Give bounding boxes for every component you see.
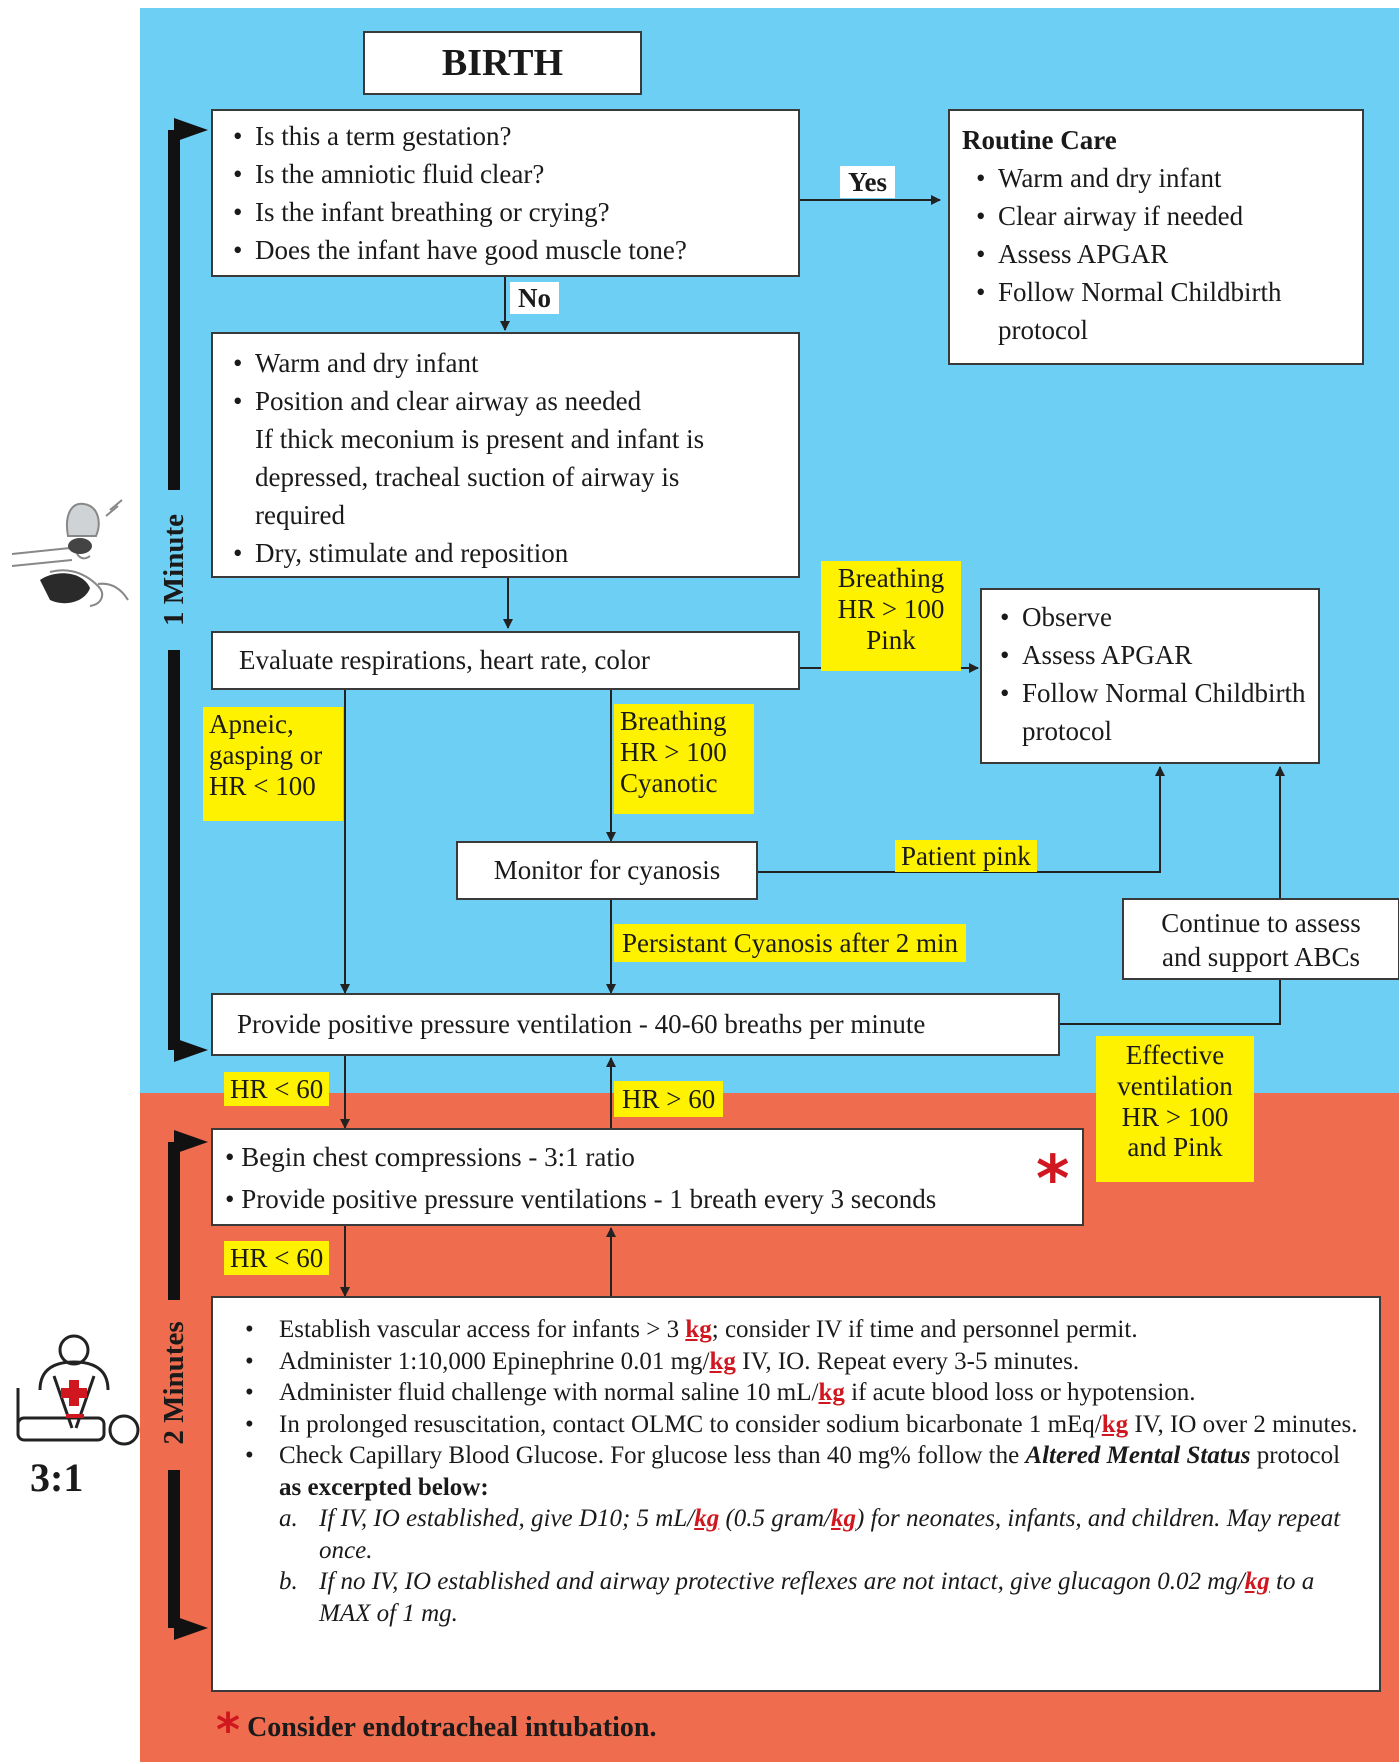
chest-compressions-box: • Begin chest compressions - 3:1 ratio •… xyxy=(211,1128,1084,1226)
condition-hr-lt-60: HR < 60 xyxy=(224,1072,330,1106)
initial-steps-box: Warm and dry infant Position and clear a… xyxy=(211,332,800,578)
ppv-box: Provide positive pressure ventilation - … xyxy=(211,993,1060,1056)
glucose-sub-b: b.If no IV, IO established and airway pr… xyxy=(279,1568,1315,1627)
kg-unit: kg xyxy=(685,1316,712,1343)
condition-persistent-cyanosis: Persistant Cyanosis after 2 min xyxy=(614,924,966,962)
kg-unit: kg xyxy=(1101,1410,1129,1438)
continue-assess-box: Continue to assess and support ABCs xyxy=(1122,898,1399,980)
no-label: No xyxy=(510,282,559,314)
condition-breathing-pink: Breathing HR > 100 Pink xyxy=(821,561,961,671)
phase-one-label: 1 Minute xyxy=(158,514,190,626)
initial-step: Position and clear airway as needed xyxy=(227,382,784,420)
kg-unit: kg xyxy=(694,1505,720,1532)
bag-valve-mask-icon xyxy=(11,499,129,607)
footnote-asterisk: * xyxy=(216,1703,241,1757)
medication-item: Administer 1:10,000 Epinephrine 0.01 mg/… xyxy=(239,1346,1365,1378)
observe-item: Observe xyxy=(994,598,1306,636)
intubation-asterisk: * xyxy=(1036,1143,1070,1217)
assessment-question: Is this a term gestation? xyxy=(227,117,784,155)
meconium-note: If thick meconium is present and infant … xyxy=(255,424,705,530)
initial-step: Dry, stimulate and reposition xyxy=(227,534,784,572)
routine-care-box: Routine Care Warm and dry infant Clear a… xyxy=(948,109,1364,365)
assessment-question: Does the infant have good muscle tone? xyxy=(227,231,784,269)
compressions-item: Begin chest compressions - 3:1 ratio xyxy=(241,1142,635,1172)
phase-two-label: 2 Minutes xyxy=(158,1321,190,1445)
cpr-icon xyxy=(16,1334,140,1446)
kg-unit: kg xyxy=(818,1379,845,1406)
compression-ratio-label: 3:1 xyxy=(30,1455,84,1500)
condition-hr-gt-60: HR > 60 xyxy=(614,1081,724,1117)
condition-patient-pink: Patient pink xyxy=(895,840,1037,872)
observe-item: Follow Normal Childbirth protocol xyxy=(994,674,1306,750)
routine-care-title: Routine Care xyxy=(962,125,1117,155)
evaluate-box: Evaluate respirations, heart rate, color xyxy=(211,631,800,690)
condition-effective-ventilation: Effective ventilation HR > 100 and Pink xyxy=(1096,1036,1254,1182)
birth-box: BIRTH xyxy=(363,31,642,95)
routine-care-item: Follow Normal Childbirth protocol xyxy=(970,273,1350,349)
monitor-cyanosis-box: Monitor for cyanosis xyxy=(456,841,758,900)
observe-box: Observe Assess APGAR Follow Normal Child… xyxy=(980,588,1320,764)
footnote: * Consider endotracheal intubation. xyxy=(216,1707,657,1753)
medication-item: Establish vascular access for infants > … xyxy=(239,1314,1365,1346)
compressions-item: Provide positive pressure ventilations -… xyxy=(241,1184,937,1214)
routine-care-item: Assess APGAR xyxy=(970,235,1350,273)
medication-item: Administer fluid challenge with normal s… xyxy=(239,1377,1365,1409)
kg-unit: kg xyxy=(1244,1568,1270,1595)
condition-hr-lt-60: HR < 60 xyxy=(224,1241,330,1275)
initial-step: Warm and dry infant xyxy=(227,344,784,382)
glucose-item: Check Capillary Blood Glucose. For gluco… xyxy=(239,1440,1365,1503)
glucose-sub-a: a.If IV, IO established, give D10; 5 mL/… xyxy=(279,1505,1341,1564)
kg-unit: kg xyxy=(709,1347,736,1375)
observe-item: Assess APGAR xyxy=(994,636,1306,674)
medication-item: In prolonged resuscitation, contact OLMC… xyxy=(239,1409,1365,1441)
medications-box: Establish vascular access for infants > … xyxy=(211,1296,1381,1692)
assessment-question: Is the infant breathing or crying? xyxy=(227,193,784,231)
routine-care-item: Clear airway if needed xyxy=(970,197,1350,235)
kg-unit: kg xyxy=(831,1505,856,1532)
assessment-question: Is the amniotic fluid clear? xyxy=(227,155,784,193)
routine-care-item: Warm and dry infant xyxy=(970,159,1350,197)
yes-label: Yes xyxy=(840,166,895,198)
altered-mental-status-link: Altered Mental Status xyxy=(1025,1442,1251,1469)
condition-breathing-cyanotic: Breathing HR > 100 Cyanotic xyxy=(614,704,754,814)
condition-apneic: Apneic, gasping or HR < 100 xyxy=(203,707,343,821)
footnote-text: Consider endotracheal intubation. xyxy=(247,1712,657,1743)
initial-assessment-box: Is this a term gestation? Is the amnioti… xyxy=(211,109,800,277)
